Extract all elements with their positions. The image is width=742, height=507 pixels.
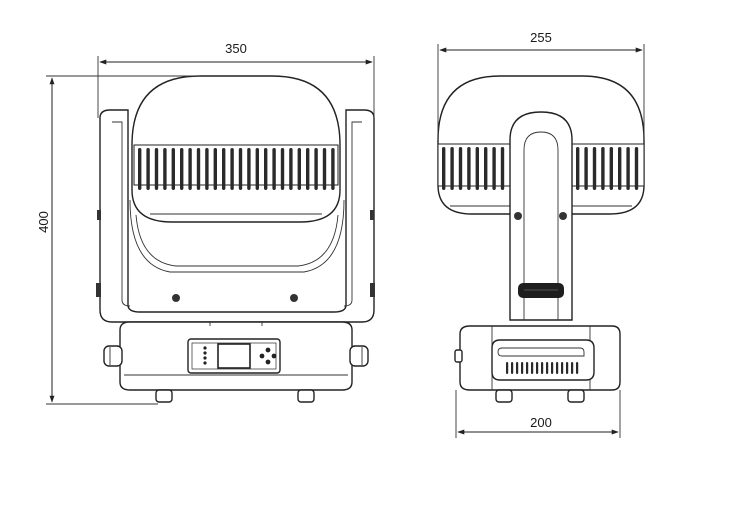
heatsink-fin bbox=[492, 147, 496, 190]
heatsink-fin bbox=[230, 148, 234, 190]
dimension-base-width: 200 bbox=[455, 390, 621, 438]
heatsink-fin bbox=[314, 148, 318, 190]
heatsink-fin bbox=[213, 148, 217, 190]
arm-screw-left-icon bbox=[514, 212, 522, 220]
heatsink-fin bbox=[264, 148, 268, 190]
front-head bbox=[129, 75, 345, 273]
heatsink-fin bbox=[506, 362, 509, 374]
heatsink-fin bbox=[297, 148, 301, 190]
heatsink-fin bbox=[289, 148, 293, 190]
heatsink-fin bbox=[467, 147, 471, 190]
heatsink-fin bbox=[541, 362, 544, 374]
heatsink-fin bbox=[566, 362, 569, 374]
heatsink-fin bbox=[546, 362, 549, 374]
side-width-label: 255 bbox=[530, 30, 552, 45]
heatsink-fin bbox=[255, 148, 259, 190]
front-view bbox=[96, 75, 375, 403]
heatsink-fin bbox=[138, 148, 142, 190]
heatsink-fin bbox=[163, 148, 167, 190]
heatsink-fin bbox=[556, 362, 559, 374]
heatsink-fin bbox=[331, 148, 335, 190]
base-width-label: 200 bbox=[530, 415, 552, 430]
heatsink-fin bbox=[450, 147, 454, 190]
yoke-screw-right-icon bbox=[290, 294, 298, 302]
arm-screw-right-icon bbox=[559, 212, 567, 220]
dimension-side-width: 255 bbox=[437, 30, 645, 140]
tilt-lock-knob-icon bbox=[518, 283, 564, 298]
heatsink-fin bbox=[458, 147, 463, 190]
dimension-front-width: 350 bbox=[97, 41, 375, 118]
side-base bbox=[454, 325, 621, 403]
base-vents bbox=[506, 362, 579, 374]
front-base bbox=[103, 321, 369, 403]
heatsink-fin bbox=[521, 362, 524, 374]
heatsink-fin bbox=[531, 362, 534, 374]
heatsink-fin bbox=[561, 362, 564, 374]
heatsink-fin bbox=[205, 148, 209, 190]
heatsink-fin bbox=[626, 147, 630, 190]
heatsink-fin bbox=[306, 148, 310, 190]
lcd-display bbox=[217, 343, 251, 369]
heatsink-fin bbox=[500, 147, 505, 190]
front-width-label: 350 bbox=[225, 41, 247, 56]
heatsink-fin bbox=[609, 147, 613, 190]
panel-button-left-icon bbox=[259, 353, 265, 359]
heatsink-fin bbox=[551, 362, 554, 374]
side-arm bbox=[509, 111, 573, 321]
panel-button-right-icon bbox=[271, 353, 277, 359]
yoke-screw-left-icon bbox=[172, 294, 180, 302]
heatsink-fin bbox=[196, 148, 201, 190]
heatsink-fin bbox=[576, 147, 580, 190]
heatsink-fin bbox=[171, 148, 175, 190]
front-handle-left-icon bbox=[103, 345, 123, 367]
heatsink-fin bbox=[272, 148, 276, 190]
heatsink-fin bbox=[188, 148, 192, 190]
heatsink-fin bbox=[146, 148, 150, 190]
heatsink-fin bbox=[475, 147, 479, 190]
heatsink-fin bbox=[601, 147, 605, 190]
heatsink-fin bbox=[280, 148, 285, 190]
heatsink-fin bbox=[526, 362, 529, 374]
heatsink-fin bbox=[584, 147, 588, 190]
heatsink-fin bbox=[484, 147, 488, 190]
heatsink-fin bbox=[592, 147, 597, 190]
heatsink-fin bbox=[180, 148, 184, 190]
heatsink-fin bbox=[511, 362, 514, 374]
height-label: 400 bbox=[36, 211, 51, 233]
heatsink-fin bbox=[238, 148, 243, 190]
heatsink-fin bbox=[322, 148, 327, 190]
heatsink-fin bbox=[442, 147, 446, 190]
heatsink-fin bbox=[634, 147, 639, 190]
heatsink-fin bbox=[222, 148, 226, 190]
panel-button-up-icon bbox=[265, 347, 271, 353]
side-view bbox=[437, 75, 645, 403]
front-heatsink-fins bbox=[138, 148, 335, 190]
dimension-height: 400 bbox=[36, 75, 200, 405]
panel-button-down-icon bbox=[265, 359, 271, 365]
heatsink-fin bbox=[516, 362, 519, 374]
side-heatsink-fins bbox=[442, 147, 639, 190]
heatsink-fin bbox=[576, 362, 579, 374]
heatsink-fin bbox=[536, 362, 539, 374]
control-panel bbox=[187, 338, 281, 374]
heatsink-fin bbox=[571, 362, 574, 374]
heatsink-fin bbox=[154, 148, 159, 190]
heatsink-fin bbox=[618, 147, 622, 190]
front-handle-right-icon bbox=[349, 345, 369, 367]
heatsink-fin bbox=[247, 148, 251, 190]
